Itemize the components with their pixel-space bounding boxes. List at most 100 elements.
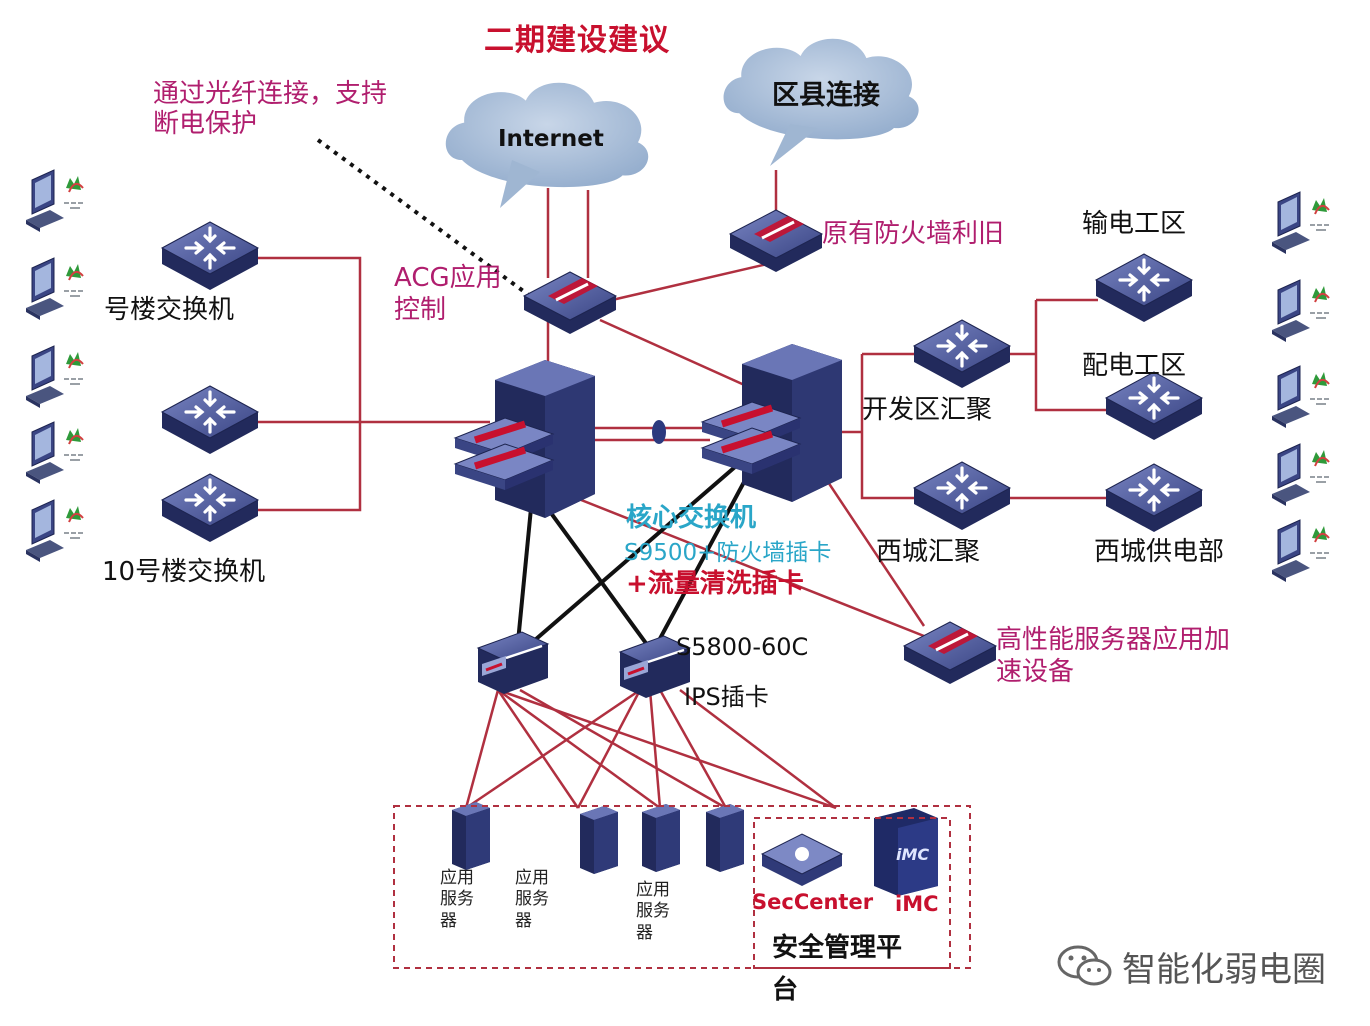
red-link-17 xyxy=(555,488,925,638)
black-link-3 xyxy=(654,455,760,647)
building-switch-label: 号楼交换机 xyxy=(104,295,235,325)
app-server-1-text-b: 服务 xyxy=(440,889,474,910)
accel-device-label-1: 高性能服务器应用加 xyxy=(996,625,1231,655)
distribution-zone-label: 配电工区 xyxy=(1082,351,1187,381)
red-link-28 xyxy=(679,689,837,809)
app-server-3-text-a: 应用 xyxy=(636,880,670,900)
red-link-14 xyxy=(1034,300,1110,412)
pc-left-1 xyxy=(25,169,84,233)
west-agg-switch xyxy=(912,460,1012,532)
black-link-1 xyxy=(538,496,650,648)
red-link-23 xyxy=(519,688,727,810)
seccenter-label: SecCenter xyxy=(752,890,874,914)
app-server-3-text-c: 器 xyxy=(636,922,653,943)
red-link-27 xyxy=(658,689,728,809)
west-power-switch xyxy=(1104,462,1204,534)
red-link-24 xyxy=(465,688,641,810)
transmission-zone-switch xyxy=(1094,252,1194,324)
app-server-2 xyxy=(580,806,618,874)
cloud-district-tail xyxy=(770,124,818,166)
link-aggregation-marker xyxy=(652,420,666,444)
acg-label-line-1: ACG应用 xyxy=(394,263,502,293)
red-link-18 xyxy=(818,469,926,627)
core-switch-label-2: S9500+防火墙插卡 xyxy=(624,540,832,566)
app-server-2-text-b: 服务 xyxy=(515,889,549,910)
black-link-2 xyxy=(526,452,752,648)
app-server-1-text-a: 应用 xyxy=(440,868,474,888)
dev-zone-agg-label: 开发区汇聚 xyxy=(862,395,993,425)
cloud-district xyxy=(723,38,919,140)
app-server-1-text-c: 器 xyxy=(440,910,457,931)
pc-left-2 xyxy=(25,257,84,321)
watermark: 智能化弱电圈 xyxy=(1056,942,1326,991)
accel-device xyxy=(902,620,998,686)
app-server-1 xyxy=(452,802,490,870)
pc-left-5 xyxy=(25,499,84,563)
cloud-internet xyxy=(445,82,649,188)
fiber-link xyxy=(316,138,532,298)
dev-zone-agg-switch xyxy=(912,318,1012,390)
mgmt-platform-label-2: 台 xyxy=(772,975,799,1005)
pc-left-3 xyxy=(25,345,84,409)
acg-label-line-2: 控制 xyxy=(394,295,447,325)
app-server-label-2: 应用 服务 器 xyxy=(515,868,549,932)
accel-device-label-2: 速设备 xyxy=(996,657,1075,687)
west-agg-label: 西城汇聚 xyxy=(876,537,981,567)
pc-right-3 xyxy=(1271,365,1330,429)
core-switch-label-1: 核心交换机 xyxy=(626,503,757,533)
old-firewall-label: 原有防火墙利旧 xyxy=(822,219,1005,249)
pc-left-4 xyxy=(25,421,84,485)
red-link-19 xyxy=(464,689,500,809)
server-area-frames xyxy=(393,805,971,969)
imc-label: iMC xyxy=(895,892,939,916)
red-link-5 xyxy=(611,260,777,302)
s5800-label: S5800-60C xyxy=(676,633,809,661)
distribution-zone-switch xyxy=(1104,370,1204,442)
red-link-11 xyxy=(860,354,918,500)
diagram-title: 二期建设建议 xyxy=(484,23,670,58)
mgmt-platform-frame xyxy=(753,817,951,969)
red-links xyxy=(258,170,1110,810)
server-area-frame xyxy=(393,805,971,969)
cloud-district-label: 区县连接 xyxy=(772,80,880,111)
red-link-0 xyxy=(258,256,362,512)
imc-server-box xyxy=(874,808,938,896)
fiber-dotted-link xyxy=(316,138,532,298)
app-server-2-text-c: 器 xyxy=(515,910,532,931)
imc-box-text: iMC xyxy=(896,845,930,864)
pc-right-5 xyxy=(1271,519,1330,583)
devices xyxy=(25,124,1330,896)
mgmt-platform-label-1: 安全管理平 xyxy=(772,933,903,963)
app-server-label-3: 应用 服务 器 xyxy=(636,880,670,944)
core-switch-left xyxy=(455,360,595,518)
watermark-text: 智能化弱电圈 xyxy=(1122,950,1326,990)
fiber-note-line-2: 断电保护 xyxy=(153,108,258,139)
building10-switch-label: 10号楼交换机 xyxy=(102,557,266,587)
building-switch-1 xyxy=(160,220,260,292)
cloud-internet-tail xyxy=(500,160,540,208)
red-link-25 xyxy=(576,689,642,809)
black-links xyxy=(516,452,760,648)
fiber-note-line-1: 通过光纤连接，支持 xyxy=(153,79,388,109)
app-server-2-text-a: 应用 xyxy=(515,868,549,888)
acg-firewall xyxy=(522,270,618,336)
pc-right-1 xyxy=(1271,191,1330,255)
pc-right-4 xyxy=(1271,443,1330,507)
wechat-icon xyxy=(1057,945,1112,985)
app-server-3 xyxy=(642,804,680,872)
ips-card-label: IPS插卡 xyxy=(684,683,769,711)
building-switch-10 xyxy=(160,472,260,544)
fiber-note: 通过光纤连接，支持 断电保护 xyxy=(153,79,388,140)
cloud-internet-label: Internet xyxy=(498,126,604,152)
red-link-20 xyxy=(496,689,580,809)
s5800-switch-1 xyxy=(476,630,550,696)
building-switch-2 xyxy=(160,384,260,456)
app-server-4 xyxy=(706,804,744,872)
red-link-7 xyxy=(599,318,761,394)
core-switch-label-3: +流量清洗插卡 xyxy=(626,569,804,599)
west-power-label: 西城供电部 xyxy=(1094,537,1225,567)
old-firewall xyxy=(728,208,824,274)
app-server-3-text-b: 服务 xyxy=(636,901,670,922)
app-server-label-1: 应用 服务 器 xyxy=(440,868,474,932)
seccenter-device xyxy=(760,833,844,886)
